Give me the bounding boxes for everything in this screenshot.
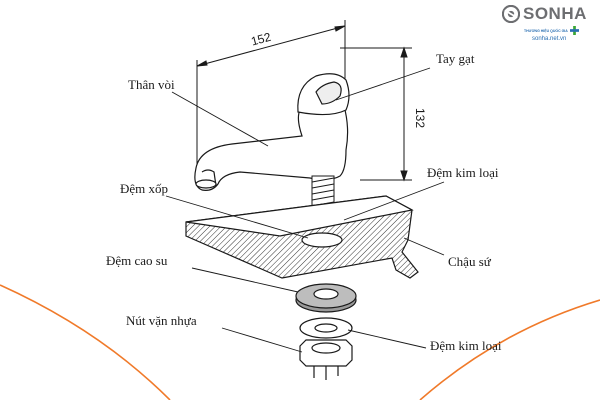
label-chau-su: Chậu sứ: [448, 254, 492, 269]
height-dimension: [340, 46, 412, 182]
label-tay-gat: Tay gạt: [436, 51, 475, 66]
leader-lines: [165, 67, 445, 353]
label-than-voi: Thân vòi: [128, 77, 175, 92]
faucet-body: [194, 105, 349, 191]
label-dem-cao-su: Đệm cao su: [106, 253, 168, 268]
ceramic-basin-section: [185, 195, 419, 279]
brand-name: SONHA: [523, 4, 587, 23]
bottom-metal-washer: [299, 317, 353, 339]
decorative-curve-right: [419, 299, 600, 400]
national-brand-badge-icon: [569, 26, 579, 35]
lever-handle: [297, 73, 350, 116]
height-dimension-label: 132: [413, 108, 427, 128]
width-dimension-label: 152: [249, 30, 272, 49]
brand-subtitle: THƯƠNG HIỆU QUỐC GIA: [524, 28, 568, 33]
label-dem-kim-loai-bottom: Đệm kim loại: [430, 338, 502, 353]
label-nut-van-nhua: Nút vặn nhựa: [126, 313, 197, 328]
brand-website: sonha.net.vn: [532, 36, 567, 42]
decorative-curve-left: [0, 284, 171, 400]
sonha-mark-icon: [502, 5, 520, 23]
brand-logo: SONHA THƯƠNG HIỆU QUỐC GIA sonha.net.vn: [502, 4, 596, 52]
rubber-gasket: [295, 283, 357, 313]
label-dem-kim-loai-top: Đệm kim loại: [427, 165, 499, 180]
plastic-nut: [299, 339, 353, 380]
label-dem-xop: Đệm xốp: [120, 181, 168, 196]
